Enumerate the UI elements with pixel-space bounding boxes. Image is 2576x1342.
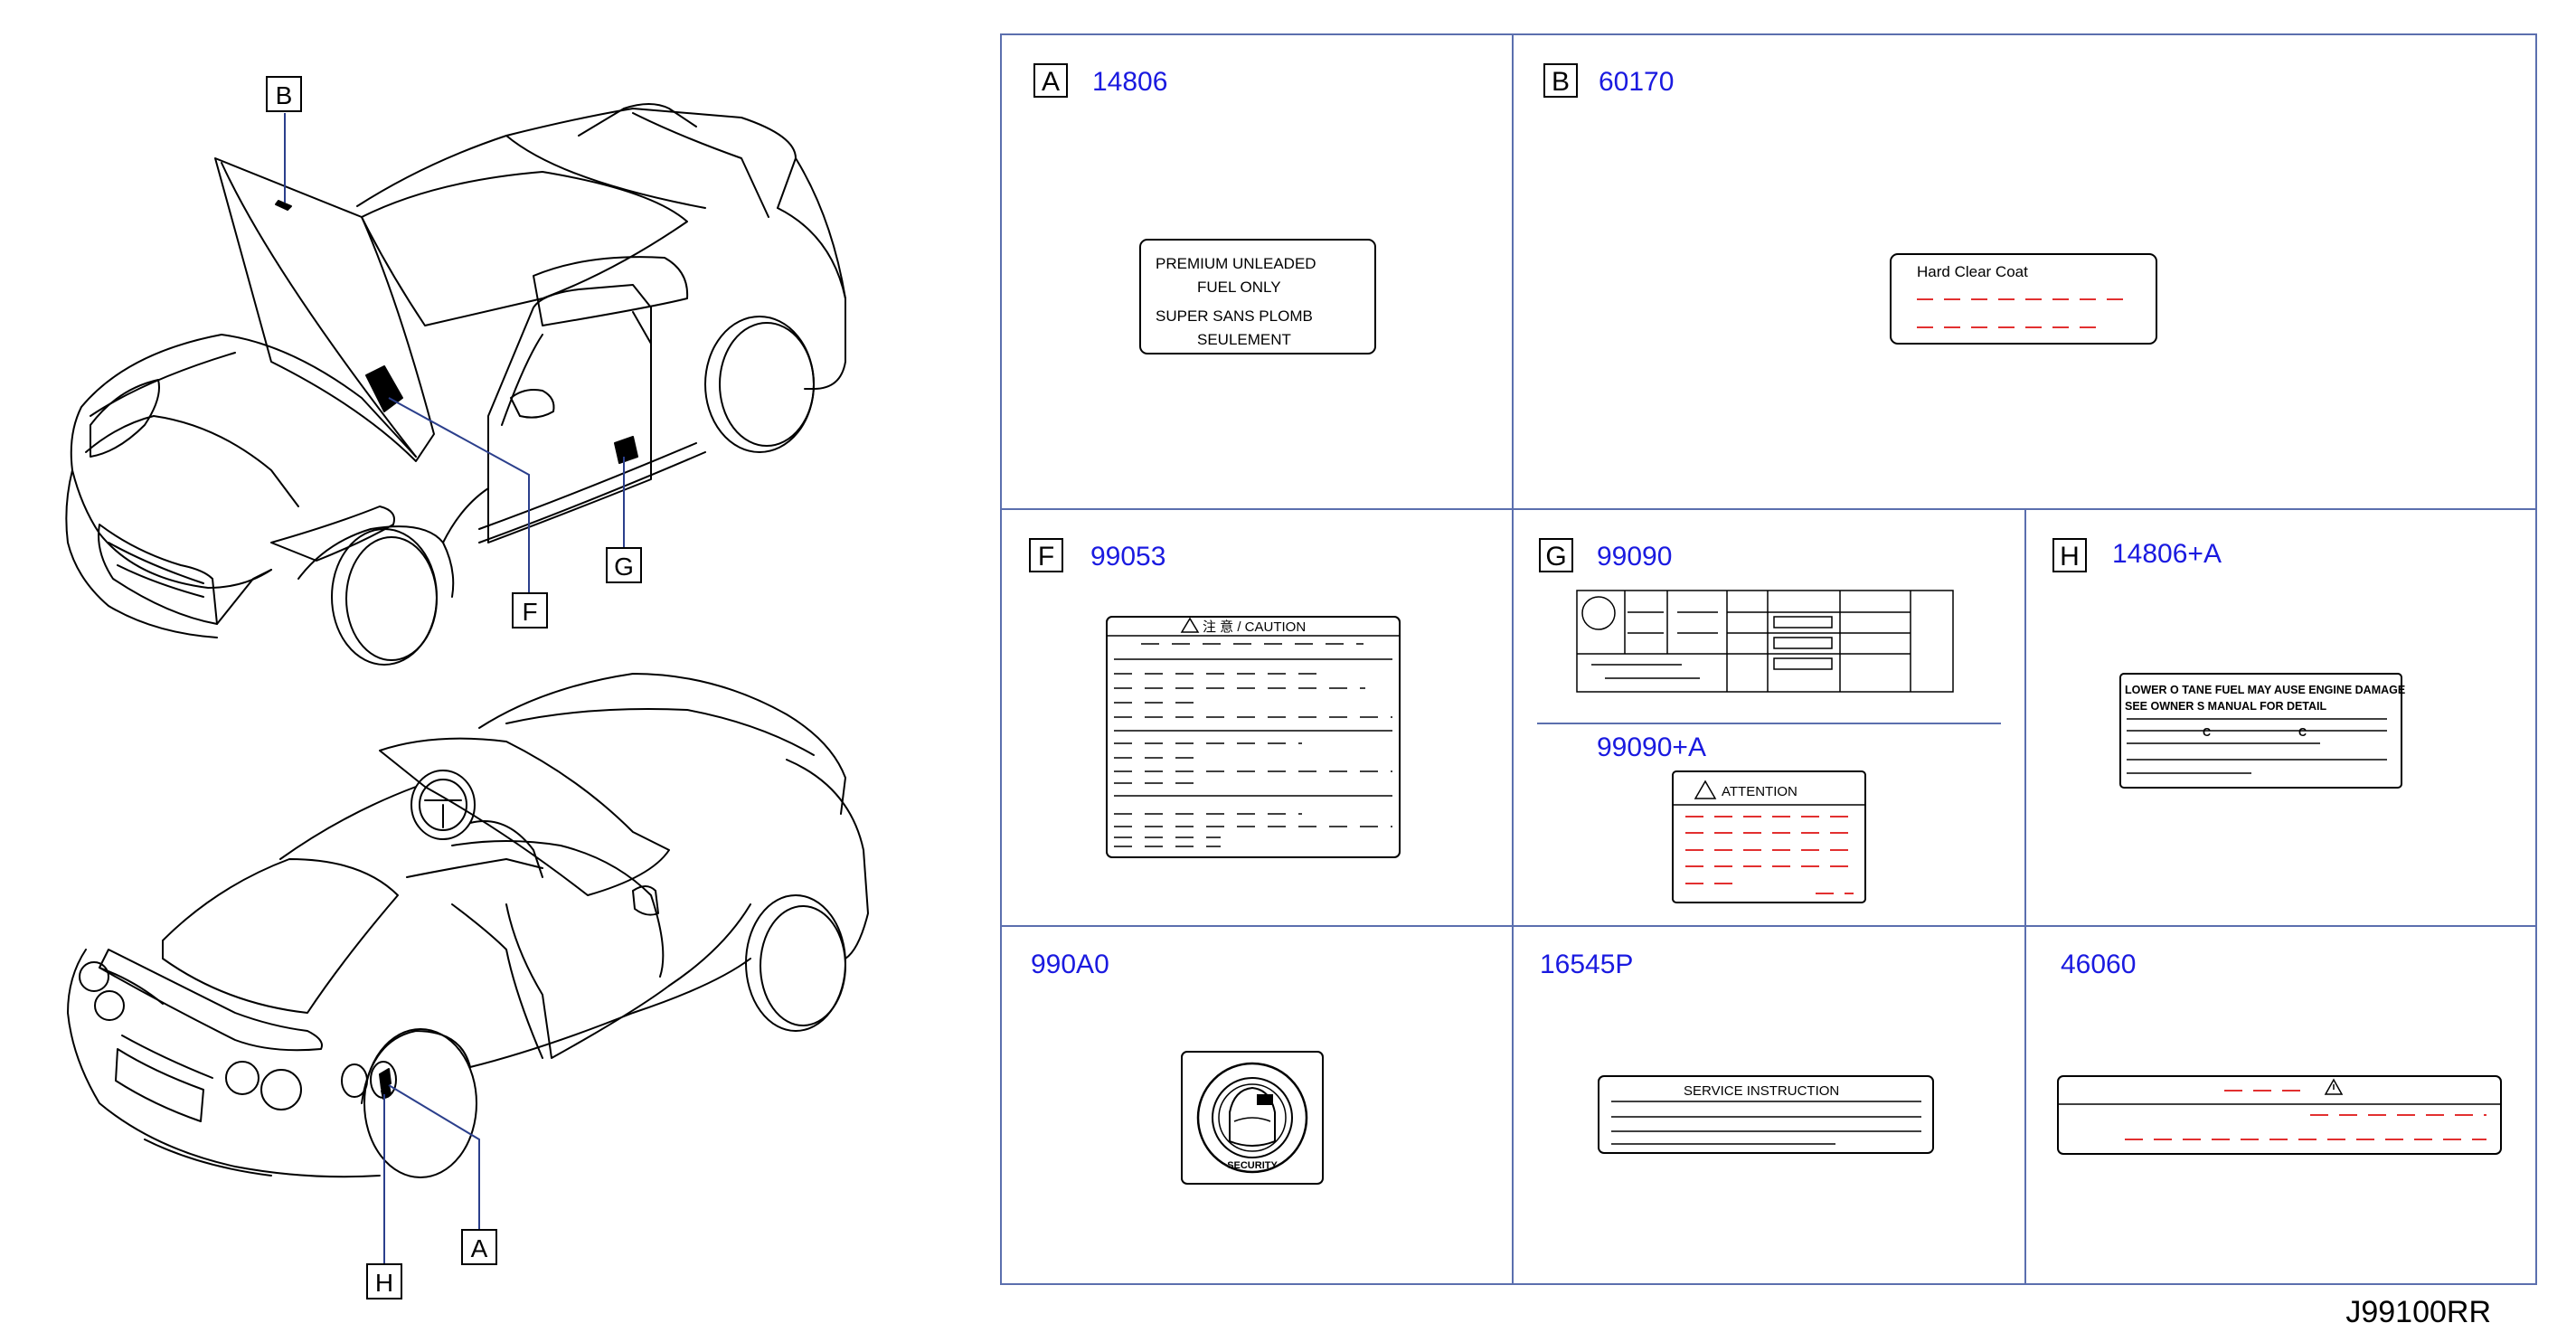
diagram-id: J99100RR (2345, 1295, 2491, 1329)
cell-a: A 14806 PREMIUM UNLEADED FUEL ONLY SUPER… (1033, 63, 1376, 354)
callout-h: H (366, 1263, 402, 1299)
label-a-fuel: PREMIUM UNLEADED FUEL ONLY SUPER SANS PL… (1139, 239, 1376, 354)
svg-text:C: C (2298, 726, 2307, 739)
svg-text:14806+A: 14806+A (2112, 539, 2222, 569)
svg-text:A: A (1042, 67, 1060, 97)
cell-16545p: 16545P SERVICE INSTRUCTION (1540, 950, 1934, 1154)
label-g-tire (1576, 590, 1954, 693)
svg-text:990A0: 990A0 (1031, 950, 1109, 979)
callout-f: F (512, 592, 548, 628)
svg-text:60170: 60170 (1599, 67, 1674, 97)
svg-text:Hard Clear Coat: Hard Clear Coat (1917, 263, 2028, 280)
svg-text:SECURITY: SECURITY (1227, 1160, 1278, 1171)
svg-text:LOWER O TANE FUEL MAY AUSE: LOWER O TANE FUEL MAY AUSE ENGINE DAMAGE (2125, 684, 2405, 696)
svg-text:注 意 / CAUTION: 注 意 / CAUTION (1203, 619, 1306, 635)
svg-text:H: H (2060, 542, 2080, 572)
svg-text:G: G (614, 553, 634, 581)
svg-text:B: B (1552, 67, 1570, 97)
callout-a: A (461, 1229, 497, 1265)
svg-text:SEE OWNER S MANUAL FOR DETAIL: SEE OWNER S MANUAL FOR DETAIL (2125, 700, 2327, 713)
cell-b: B 60170 Hard Clear Coat (1543, 63, 2157, 345)
cell-46060: 46060 (2057, 950, 2502, 1155)
car-rear-view (67, 673, 869, 1178)
svg-text:99090: 99090 (1597, 542, 1672, 572)
svg-text:ATTENTION: ATTENTION (1722, 784, 1798, 799)
svg-text:A: A (471, 1234, 488, 1262)
cell-990a0: 990A0 SECURITY (1031, 950, 1324, 1185)
svg-text:F: F (1038, 542, 1054, 572)
label-service: SERVICE INSTRUCTION (1598, 1075, 1934, 1154)
svg-text:14806: 14806 (1092, 67, 1167, 97)
label-brake-warning (2057, 1075, 2502, 1155)
svg-text:SUPER SANS PLOMB: SUPER SANS PLOMB (1156, 307, 1313, 325)
cell-f: F 99053 注 意 / CAUTION (1029, 538, 1401, 858)
callout-g: G (606, 547, 642, 583)
label-g-attention: ATTENTION (1672, 770, 1866, 903)
label-security: SECURITY (1181, 1051, 1324, 1185)
svg-text:46060: 46060 (2061, 950, 2136, 979)
svg-text:99090+A: 99090+A (1597, 732, 1706, 762)
label-h-fuel-warning: LOWER O TANE FUEL MAY AUSE ENGINE DAMAGE… (2119, 673, 2405, 789)
car-front-view (65, 103, 846, 666)
svg-text:PREMIUM UNLEADED: PREMIUM UNLEADED (1156, 255, 1316, 272)
label-f-caution: 注 意 / CAUTION (1106, 616, 1401, 858)
label-b-paint: Hard Clear Coat (1890, 253, 2157, 345)
svg-text:SERVICE INSTRUCTION: SERVICE INSTRUCTION (1684, 1083, 1839, 1099)
callout-b: B (266, 76, 302, 112)
svg-text:G: G (1545, 542, 1566, 572)
callout-leaders-bottom (383, 1084, 480, 1266)
svg-text:B: B (276, 81, 293, 109)
svg-text:FUEL ONLY: FUEL ONLY (1197, 279, 1281, 296)
callout-leaders-top (284, 113, 625, 597)
svg-text:C: C (2203, 726, 2211, 739)
svg-text:99053: 99053 (1090, 542, 1165, 572)
cell-h: H 14806+A LOWER O TANE FUEL MAY AUSE ENG… (2052, 538, 2405, 789)
svg-text:H: H (375, 1269, 393, 1297)
svg-text:16545P: 16545P (1540, 950, 1633, 979)
svg-text:SEULEMENT: SEULEMENT (1197, 331, 1291, 348)
cell-g: G 99090 99090+A (1539, 538, 1954, 903)
svg-text:F: F (522, 598, 537, 626)
label-grid (1000, 33, 2537, 1285)
